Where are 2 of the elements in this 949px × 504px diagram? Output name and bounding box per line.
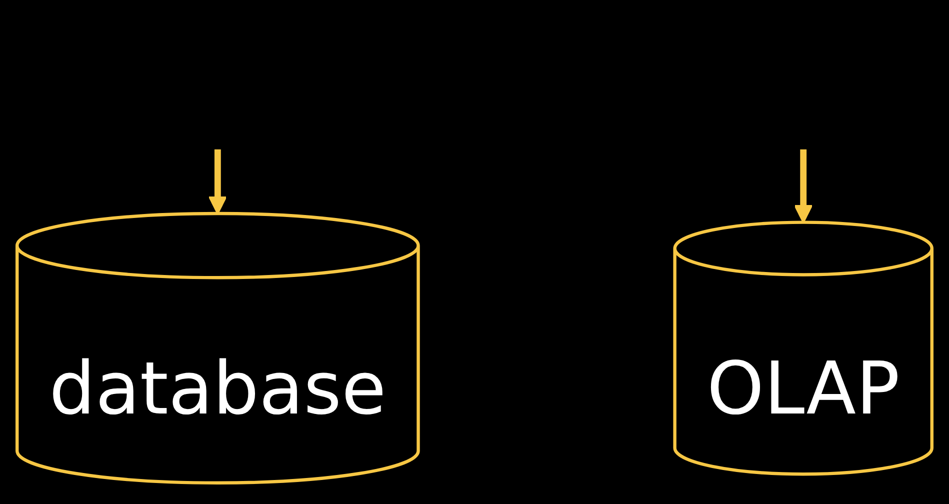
arrow bbox=[794, 149, 813, 224]
arrow bbox=[208, 149, 228, 214]
